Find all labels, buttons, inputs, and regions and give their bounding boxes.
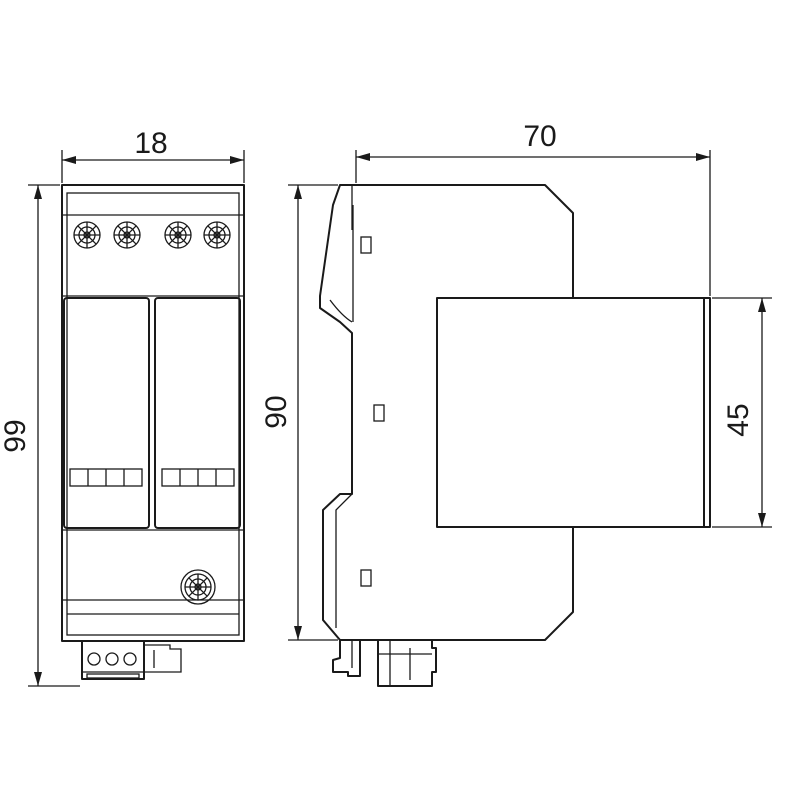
- latch-slot: [360, 236, 372, 254]
- screw-icon: [73, 221, 101, 249]
- front-housing: [61, 184, 245, 642]
- din-clip: [332, 639, 361, 677]
- dimension-depth: 70: [355, 120, 711, 296]
- dimension-front-face-label: 45: [722, 403, 755, 436]
- side-connector: [377, 639, 437, 687]
- screw-icon: [164, 221, 192, 249]
- dimension-side-height: 90: [260, 184, 338, 641]
- screw-icon: [184, 573, 212, 601]
- front-inner-frame: [66, 192, 240, 636]
- dimension-width: 18: [61, 127, 245, 183]
- side-housing: [319, 184, 711, 641]
- dimension-width-label: 18: [134, 127, 167, 160]
- screw-icon: [113, 221, 141, 249]
- plug-in-module-left: [63, 297, 150, 529]
- dimension-front-height: 99: [0, 184, 80, 687]
- dimension-front-face: 45: [712, 297, 772, 528]
- dimension-depth-label: 70: [523, 120, 556, 153]
- side-view: 70 90 45: [260, 120, 772, 687]
- remote-signal-connector: [81, 640, 182, 680]
- front-face: [436, 297, 705, 528]
- latch-slot: [360, 569, 372, 587]
- dimension-side-height-label: 90: [260, 395, 293, 428]
- plug-in-module-right: [154, 297, 241, 529]
- terminal-screws: [73, 221, 231, 249]
- latch-slot: [373, 404, 385, 422]
- front-view: 18 99: [0, 127, 245, 687]
- screw-icon: [203, 221, 231, 249]
- dimension-front-height-label: 99: [0, 419, 32, 452]
